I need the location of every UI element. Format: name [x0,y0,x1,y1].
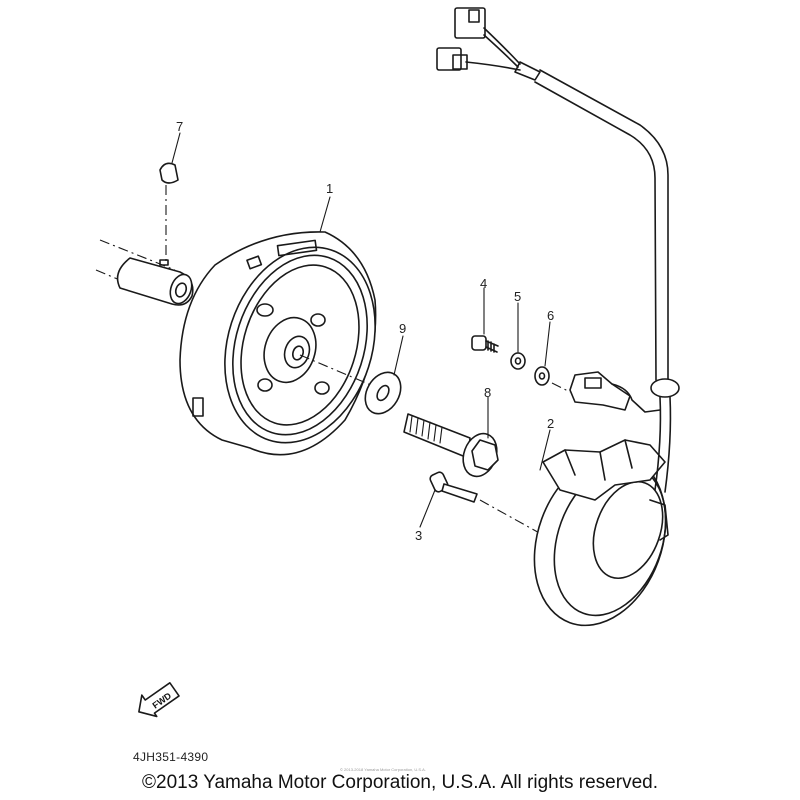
crankshaft-end [95,239,194,306]
callout-2: 2 [547,416,554,431]
callout-7: 7 [176,119,183,134]
washer-part-6[interactable] [534,366,571,393]
part-code: 4JH351-4390 [133,750,209,764]
lock-washer-part-5[interactable] [510,352,526,370]
callout-1: 1 [326,181,333,196]
lead-wire-harness [436,7,680,493]
screw-part-4[interactable] [471,335,499,353]
copyright-notice: ©2013 Yamaha Motor Corporation, U.S.A. A… [142,772,658,793]
callout-8: 8 [484,385,491,400]
wire-clamp [569,371,661,413]
watermark: © 2013-2018 Yamaha Motor Corporation, U.… [340,767,426,772]
screw-part-3[interactable] [429,471,571,551]
callout-leaders [171,132,551,528]
callout-3: 3 [415,528,422,543]
stator-part-2[interactable] [512,436,689,644]
woodruff-key-part-7[interactable] [159,162,179,262]
bolt-part-8[interactable] [403,413,503,481]
callout-5: 5 [514,289,521,304]
callout-9: 9 [399,321,406,336]
rotor-part-1[interactable] [179,228,399,463]
fwd-arrow-icon: FWD [138,682,180,718]
callout-4: 4 [480,276,487,291]
callout-6: 6 [547,308,554,323]
